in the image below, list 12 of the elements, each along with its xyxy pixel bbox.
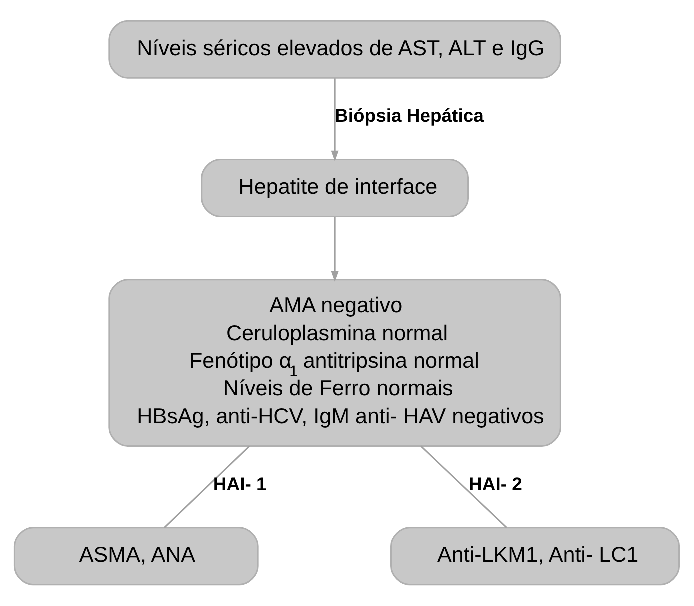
arrow [331,217,339,282]
edge-label: HAI- 1 [213,473,267,494]
node-box: Hepatite de interface [201,159,470,218]
edge-label: HAI- 2 [469,473,522,494]
node-box: ASMA, ANA [14,527,259,586]
node-box: Anti-LKM1, Anti- LC1 [390,527,680,586]
connector [420,446,508,528]
node-box: AMA negativo Ceruloplasmina normal Fenótipo α$_{1}$ antitripsina normal Níveis de Ferro normais HBsAg, anti-HCV, IgM anti- HAV negativos [108,279,562,447]
edge-label: Biópsia Hepática [335,105,484,126]
node-box: Níveis séricos elevados de AST, ALT e IgG [108,20,562,79]
connector [164,446,250,528]
arrow [331,78,339,162]
